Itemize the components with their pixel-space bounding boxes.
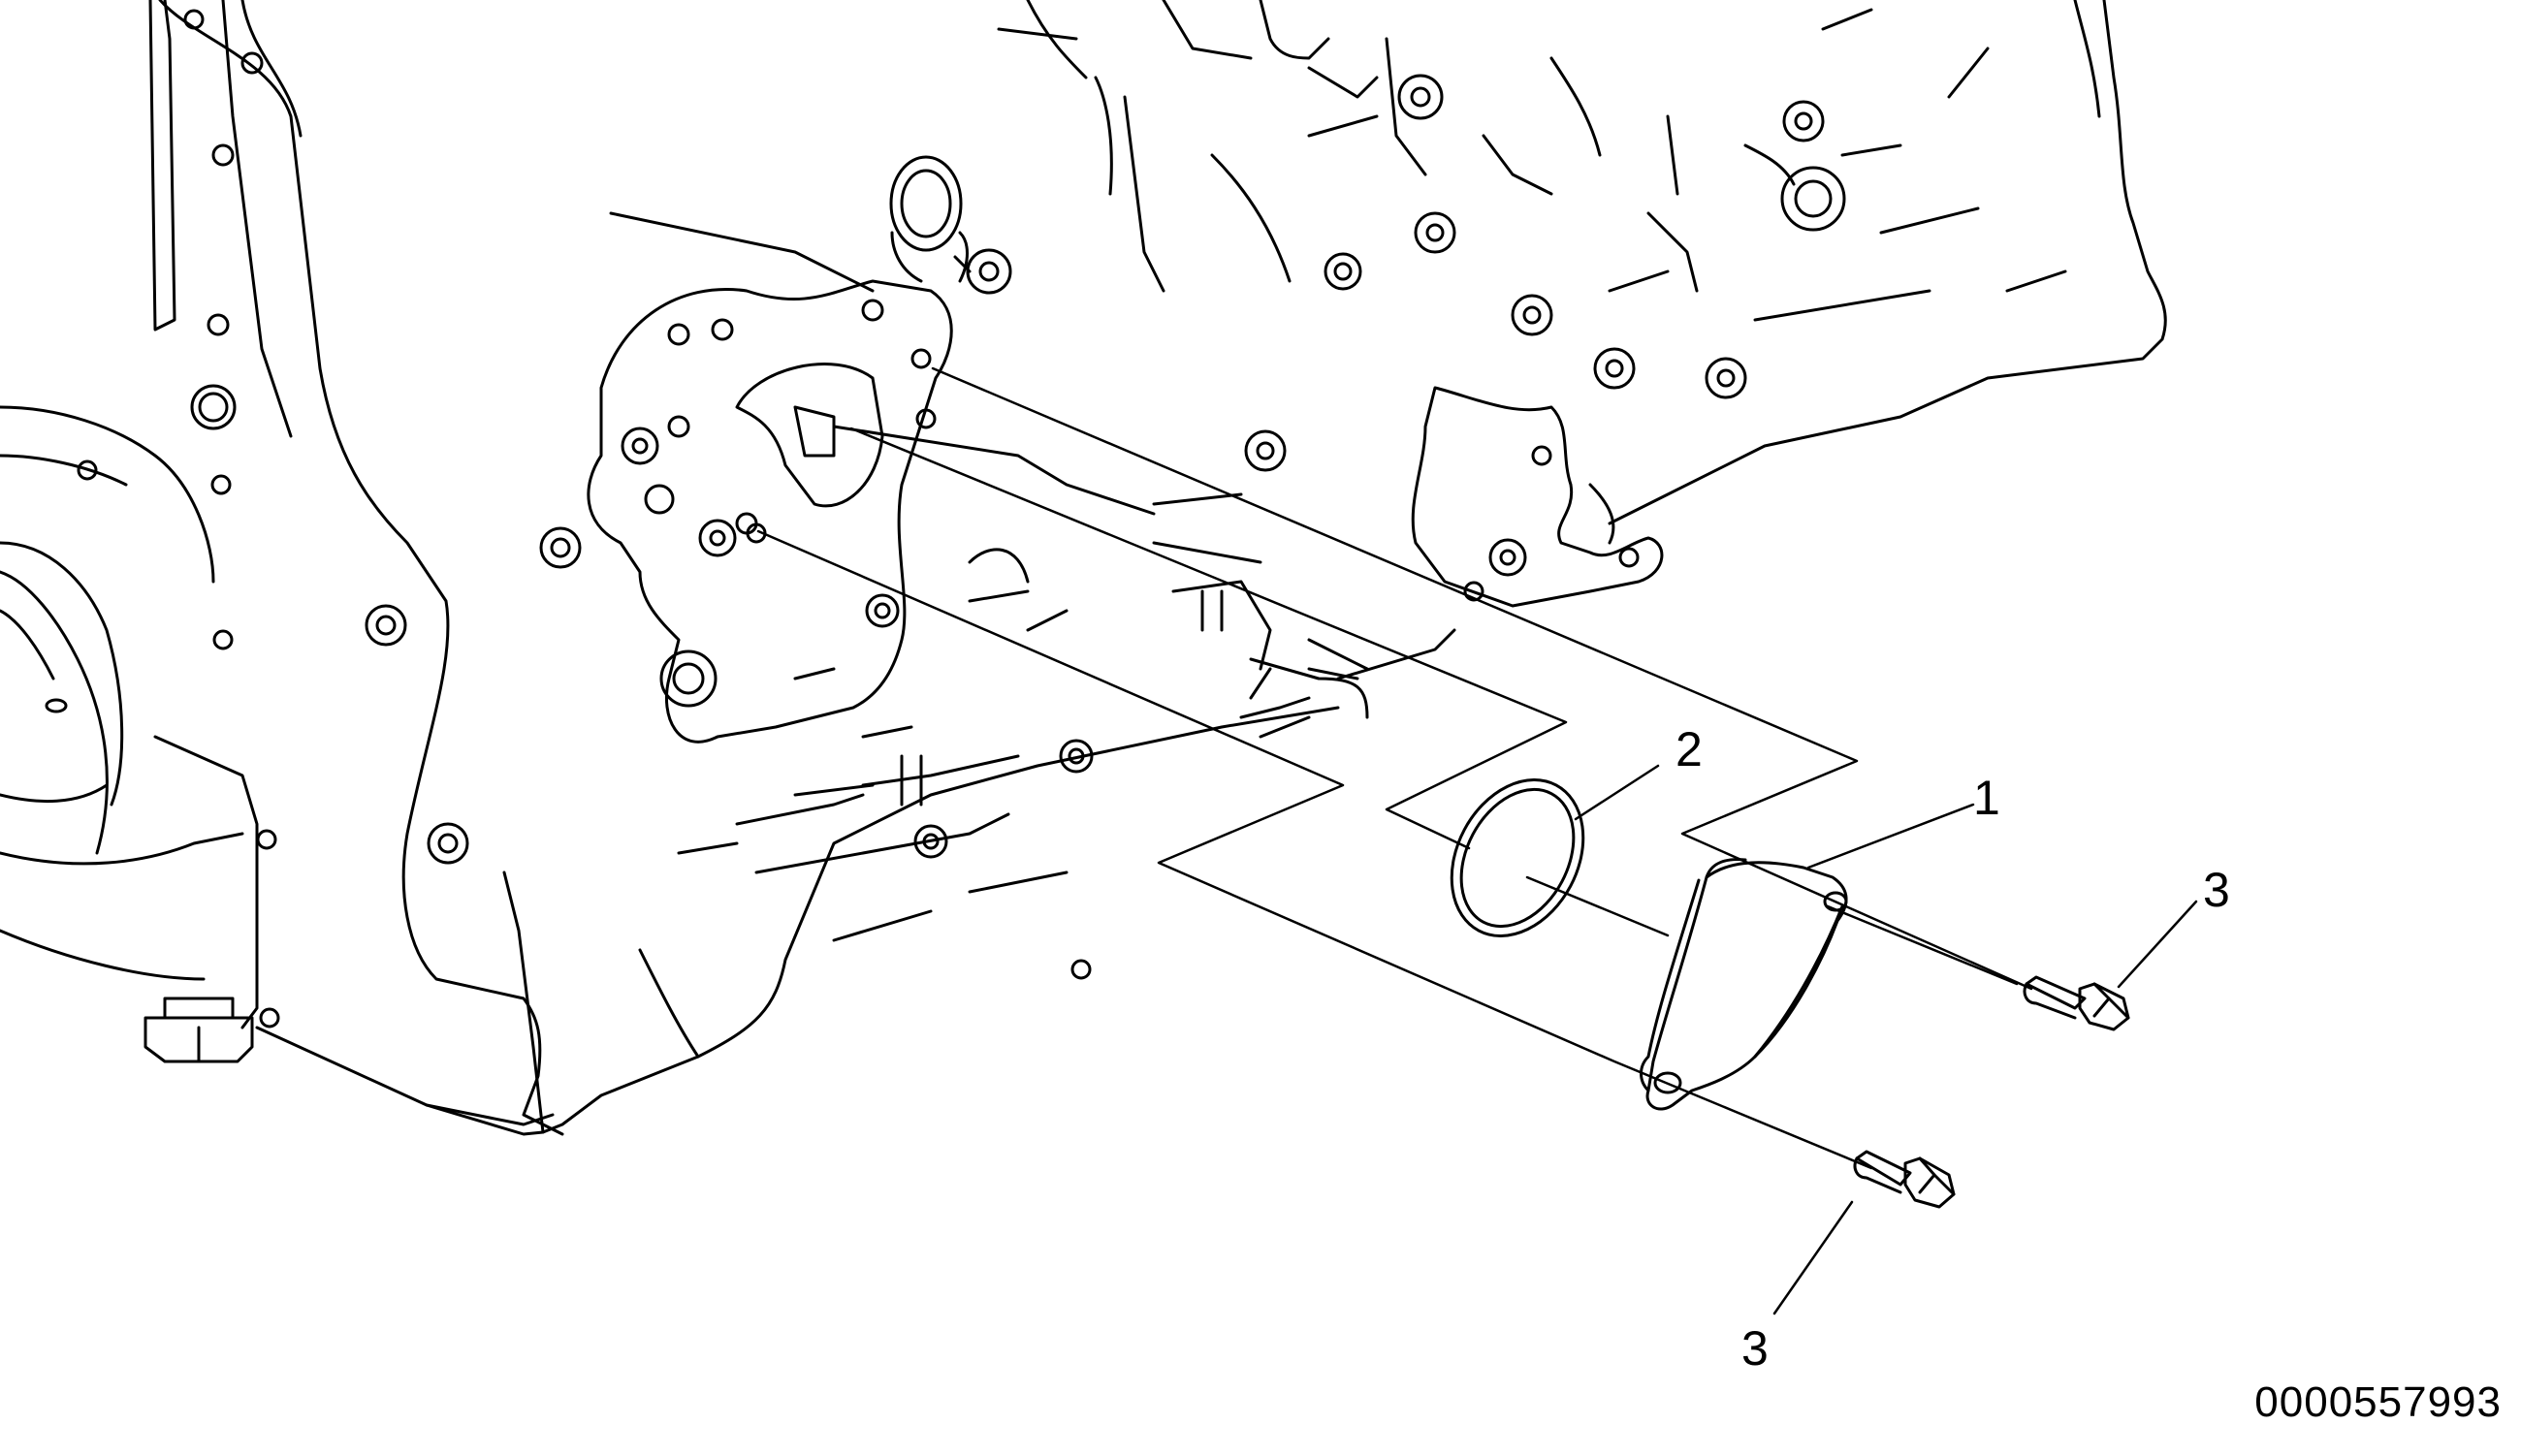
callout-label-3-upper: 3 [2203, 863, 2230, 917]
callout-label-2: 2 [1675, 722, 1703, 776]
bolt-upper-part [2023, 975, 2130, 1031]
engine-block-drawing [0, 0, 2167, 1136]
cover-part [1640, 858, 1848, 1111]
callout-labels: 1 2 3 3 [1675, 722, 2230, 1376]
callout-leaders [1574, 764, 2198, 1315]
bolt-lower-part [1853, 1150, 1956, 1209]
document-id: 0000557993 [2254, 1378, 2502, 1426]
assembly-leader-lines [756, 366, 2033, 1170]
o-ring-part [1450, 778, 1585, 937]
callout-label-3-lower: 3 [1741, 1321, 1769, 1376]
callout-label-1: 1 [1973, 771, 2000, 825]
